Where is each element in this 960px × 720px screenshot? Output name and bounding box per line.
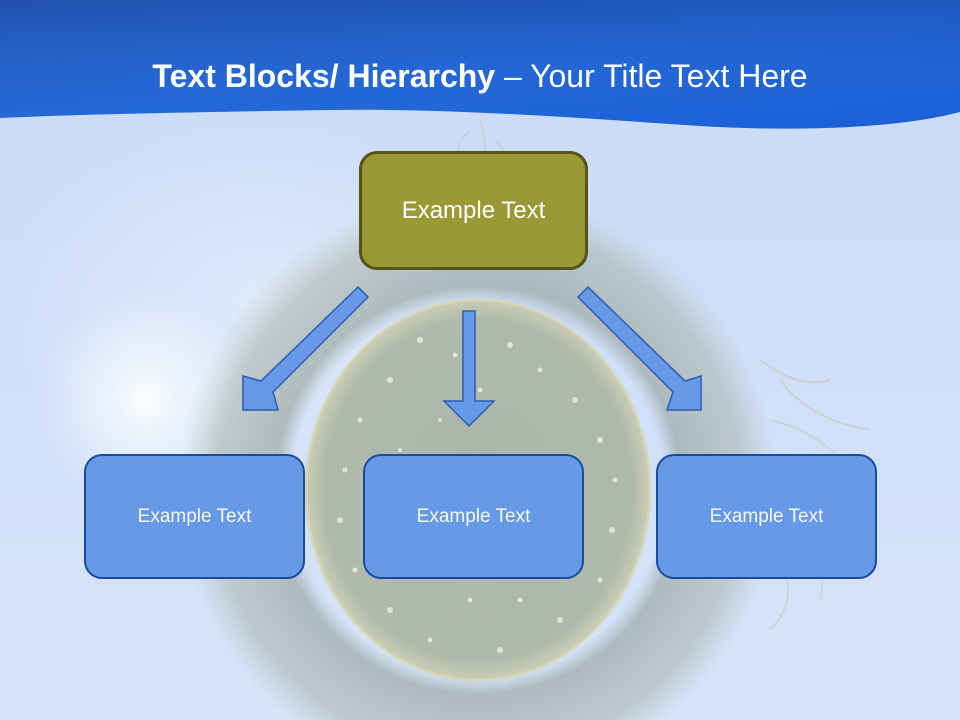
child-box-label: Example Text [416,505,531,527]
title-bold-part: Text Blocks/ Hierarchy [152,58,496,94]
child-box-label: Example Text [709,505,824,527]
slide-title: Text Blocks/ Hierarchy – Your Title Text… [0,52,960,100]
hierarchy-child-box-right[interactable]: Example Text [656,454,877,579]
hierarchy-child-box-left[interactable]: Example Text [84,454,305,579]
header-banner [0,0,960,129]
title-regular-part: – Your Title Text Here [495,58,808,94]
top-box-label: Example Text [401,196,546,224]
hierarchy-child-box-middle[interactable]: Example Text [363,454,584,579]
hierarchy-top-box[interactable]: Example Text [359,151,588,270]
child-box-label: Example Text [137,505,252,527]
